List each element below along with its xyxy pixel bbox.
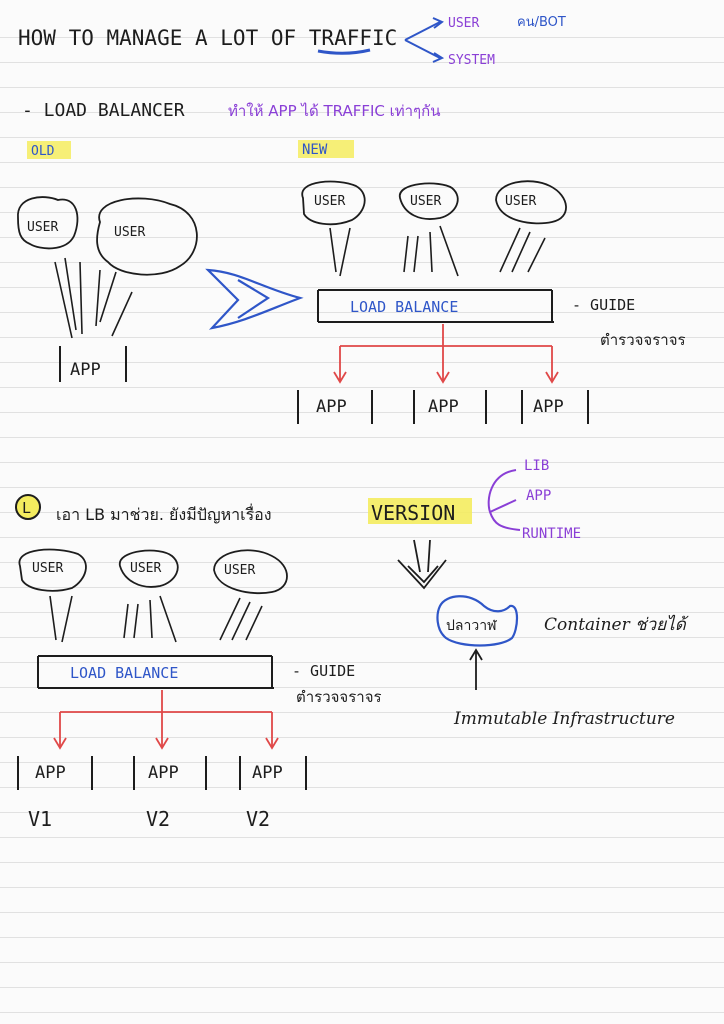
distribution-arrows-2 [59, 690, 273, 746]
version-branch-app: APP [526, 488, 551, 504]
version-label: VERSION [371, 501, 455, 525]
version-v1: V1 [28, 807, 52, 831]
version-branch-lines [487, 469, 521, 531]
app-label-1-3: APP [533, 397, 564, 417]
old-traffic-lines [54, 257, 133, 339]
guide-thai-1: ตำรวจจราจร [600, 331, 686, 349]
title-underline [317, 48, 371, 55]
container-blob-label: ปลาวาฬ [446, 618, 497, 634]
version-v2-b: V2 [246, 807, 270, 831]
distribution-arrowheads-1 [333, 371, 559, 384]
old-app-label: APP [70, 360, 101, 380]
branch-user: USER [448, 16, 479, 31]
new-user-cloud-1 [301, 180, 366, 226]
branch-system: SYSTEM [448, 53, 495, 68]
old-user-cloud-1 [17, 196, 79, 250]
section2-marker: L [22, 499, 31, 517]
section2-marker-circle [15, 494, 41, 520]
new-user-cloud-2 [399, 182, 459, 220]
s2-user-cloud-3 [213, 549, 288, 595]
new-user-label-3: USER [505, 194, 536, 209]
version-branch-runtime: RUNTIME [522, 526, 581, 542]
new-user-cloud-3 [495, 180, 567, 225]
load-balancer-bullet: - LOAD BALANCER [22, 100, 185, 121]
s2-user-cloud-2 [119, 549, 179, 588]
old-app-box [59, 346, 127, 382]
old-user-cloud-2 [96, 197, 198, 276]
old-highlight [27, 141, 71, 159]
version-v2-a: V2 [146, 807, 170, 831]
distribution-arrowheads-2 [53, 737, 279, 750]
load-balancer-note: ทำให้ APP ได้ TRAFFIC เท่าๆกัน [228, 102, 440, 120]
distribution-arrows-1 [339, 324, 553, 380]
container-note: Container ช่วยได้ [544, 614, 689, 635]
old-label: OLD [31, 144, 55, 159]
s2-traffic-lines [49, 595, 263, 643]
old-user-label-1: USER [27, 220, 58, 235]
new-user-label-2: USER [410, 194, 441, 209]
guide-label-1: - GUIDE [572, 296, 635, 314]
branch-user-note: คน/BOT [517, 15, 566, 30]
new-label: NEW [302, 142, 328, 158]
guide-label-2: - GUIDE [292, 662, 355, 680]
s2-user-cloud-1 [18, 548, 87, 592]
s2-user-label-3: USER [224, 563, 255, 578]
title-branch-lines [404, 21, 441, 59]
container-blob [436, 595, 519, 647]
down-arrow [397, 539, 447, 590]
app-label-1-2: APP [428, 397, 459, 417]
app-label-2-3: APP [252, 763, 283, 783]
version-branch-lib: LIB [524, 458, 549, 474]
load-balancer-box-2 [37, 655, 274, 689]
s2-user-label-1: USER [32, 561, 63, 576]
immutable-label: Immutable Infrastructure [453, 709, 675, 729]
load-balancer-label-2: LOAD BALANCE [70, 664, 178, 682]
title-branch-arrowheads [432, 17, 445, 63]
app-label-1-1: APP [316, 397, 347, 417]
load-balancer-label-1: LOAD BALANCE [350, 298, 458, 316]
guide-thai-2: ตำรวจจราจร [296, 688, 382, 706]
old-to-new-arrow [205, 268, 304, 330]
section2-note: เอา LB มาช่วย. ยังมีปัญหาเรื่อง [56, 503, 272, 524]
new-traffic-lines [329, 225, 546, 277]
new-highlight [298, 140, 354, 158]
app-label-2-2: APP [148, 763, 179, 783]
load-balancer-box-1 [317, 289, 554, 323]
s2-user-label-2: USER [130, 561, 161, 576]
new-user-label-1: USER [314, 194, 345, 209]
version-highlight [368, 498, 472, 524]
app-boxes-1 [297, 390, 589, 424]
app-boxes-2 [17, 756, 307, 790]
app-label-2-1: APP [35, 763, 66, 783]
old-user-label-2: USER [114, 225, 145, 240]
immutable-arrow [469, 648, 483, 690]
title: HOW TO MANAGE A LOT OF TRAFFIC [18, 26, 397, 50]
